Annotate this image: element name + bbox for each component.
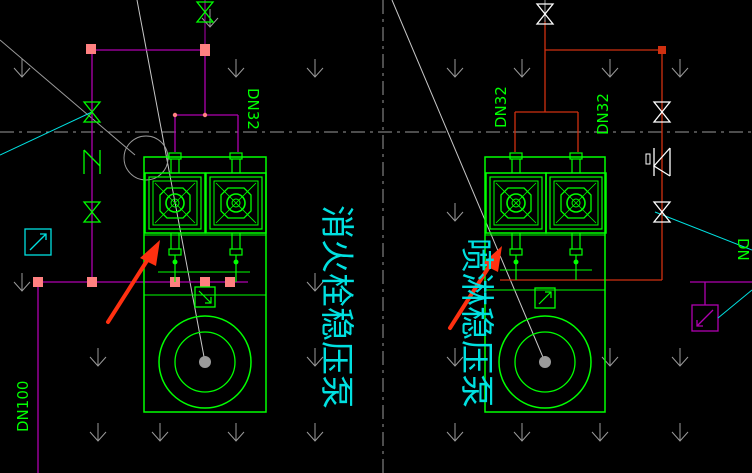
pipe-fitting-icon bbox=[33, 277, 43, 287]
pipe-fitting-icon bbox=[200, 44, 210, 56]
pipe-size-label: DN32 bbox=[244, 88, 262, 130]
down-arrow-icon bbox=[13, 58, 31, 78]
pipe-fitting-icon bbox=[87, 277, 97, 287]
right-pump-unit bbox=[484, 152, 607, 413]
down-arrow-icon bbox=[671, 347, 689, 367]
down-arrow-icon bbox=[306, 58, 324, 78]
check-valve-icon bbox=[83, 149, 101, 174]
down-arrow-icon bbox=[446, 422, 464, 442]
down-arrow-icon bbox=[446, 202, 464, 222]
left-piping bbox=[24, 0, 248, 473]
down-arrow-icon bbox=[227, 58, 245, 78]
down-arrow-icon bbox=[601, 58, 619, 78]
down-arrow-icon bbox=[151, 422, 169, 442]
down-arrow-icon bbox=[227, 422, 245, 442]
pressure-gauge-icon bbox=[691, 304, 719, 332]
pipe-size-label: DN32 bbox=[492, 86, 510, 128]
right-pump-title: 喷淋稳压泵 bbox=[456, 238, 496, 408]
left-pump-unit bbox=[143, 152, 267, 413]
pump-motor-icon bbox=[498, 315, 592, 409]
down-arrow-icon bbox=[591, 422, 609, 442]
pipe-size-label: DN bbox=[734, 238, 752, 261]
down-arrow-icon bbox=[89, 347, 107, 367]
down-arrow-icon bbox=[13, 272, 31, 292]
check-valve-icon bbox=[645, 147, 671, 177]
pipe-fitting-icon bbox=[225, 277, 235, 287]
pressure-gauge-icon bbox=[24, 228, 52, 256]
down-arrow-icon bbox=[671, 422, 689, 442]
right-piping bbox=[500, 0, 752, 332]
arrow-head-icon bbox=[482, 246, 502, 272]
down-arrow-icon bbox=[513, 58, 531, 78]
pressure-gauge-icon bbox=[194, 286, 216, 308]
pipe-size-label: DN100 bbox=[14, 381, 32, 432]
pipe-fitting-icon bbox=[200, 277, 210, 287]
pipe-fitting-icon bbox=[86, 44, 96, 54]
pump-motor-icon bbox=[158, 315, 252, 409]
arrow-head-icon bbox=[140, 240, 160, 266]
down-arrow-icon bbox=[513, 422, 531, 442]
down-arrow-icon bbox=[446, 58, 464, 78]
annotation-arrows bbox=[106, 240, 502, 330]
down-arrow-icon bbox=[89, 422, 107, 442]
pump-head-icon bbox=[545, 152, 607, 256]
pressure-gauge-icon bbox=[534, 287, 556, 309]
down-arrow-icon bbox=[306, 422, 324, 442]
down-arrow-icon bbox=[671, 58, 689, 78]
pipe-size-label: DN32 bbox=[594, 93, 612, 135]
left-pump-title: 消火栓稳压泵 bbox=[316, 205, 356, 409]
pump-head-icon bbox=[205, 152, 267, 256]
labels: 消火栓稳压泵 喷淋稳压泵 DN32 DN32 DN32 DN100 DN bbox=[14, 86, 752, 432]
